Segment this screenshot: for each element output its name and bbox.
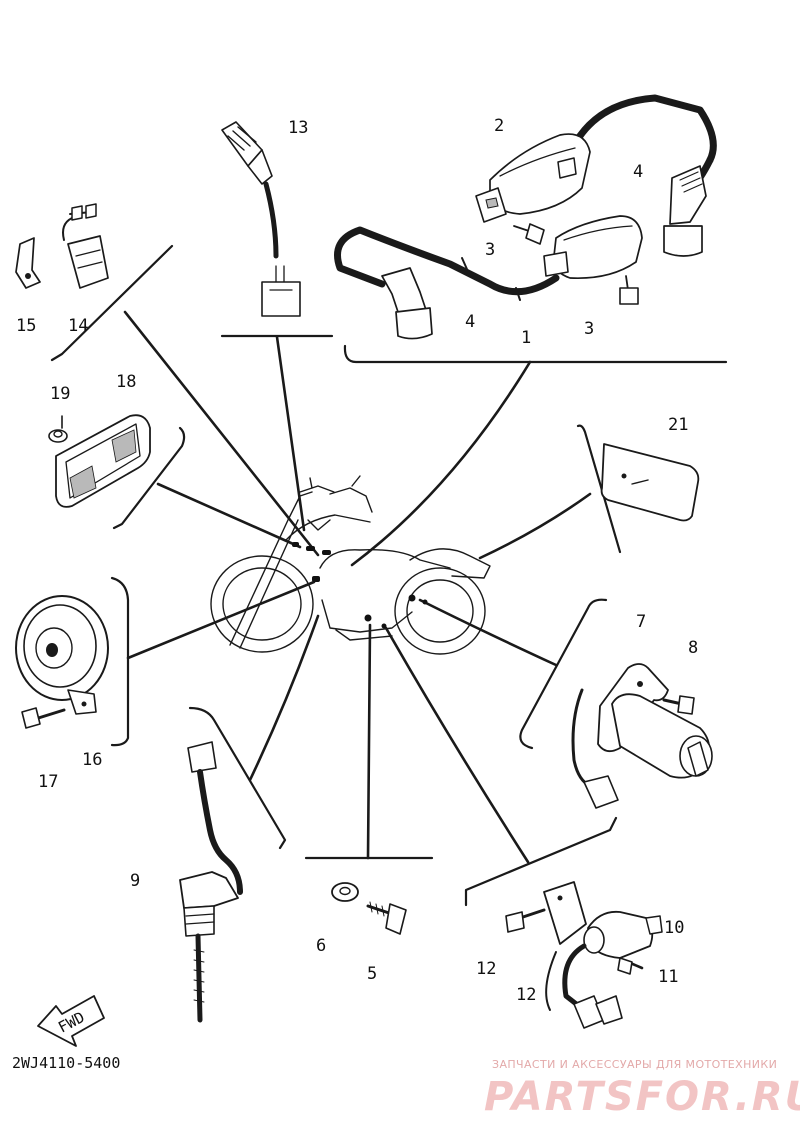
- callout-8: 8: [688, 638, 698, 658]
- callout-1: 1: [521, 328, 531, 348]
- callout-3-lower: 3: [584, 319, 594, 339]
- watermark-logo: PARTSFOR.RU: [484, 1074, 800, 1120]
- callout-10: 10: [664, 918, 684, 938]
- callout-12: 12: [516, 985, 536, 1005]
- group-brackets: [50, 244, 728, 907]
- part-11-screw: [617, 957, 644, 975]
- callout-11: 11: [658, 967, 678, 987]
- part-7-starter-relay: [571, 663, 713, 809]
- callout-labels: 13 2 4 3 3 4 1 15 14 19 18 21 7 8 16 17 …: [16, 116, 698, 1005]
- callout-20: 19: [50, 384, 70, 404]
- mounting-points: [292, 542, 428, 629]
- part-code: 2WJ4110-5400: [12, 1054, 120, 1072]
- fwd-arrow-icon: FWD: [37, 995, 105, 1047]
- motorcycle-outline: [210, 475, 491, 655]
- part-19-reflector: [55, 414, 151, 508]
- leader-lines: [123, 310, 592, 864]
- part-2-ignition-coil: [475, 94, 717, 223]
- part-16-bracket: [15, 237, 41, 289]
- callout-13: 12: [476, 959, 496, 979]
- part-10-switch: [562, 910, 663, 1029]
- part-3-bolt-upper: [513, 223, 545, 245]
- watermark: ЗАПЧАСТИ И АКСЕССУАРЫ ДЛЯ МОТОТЕХНИКИ PA…: [484, 1058, 800, 1120]
- callout-15: 14: [68, 316, 88, 336]
- part-21-reflector: [600, 443, 700, 522]
- part-15-relay: [62, 203, 109, 289]
- callout-21: 21: [668, 415, 688, 435]
- part-4-plug-cap-right: [663, 156, 714, 257]
- part-2-ignition-coil-second: [543, 215, 643, 280]
- part-1-high-tension-lead: [334, 226, 560, 301]
- callout-6: 6: [316, 936, 326, 956]
- callout-17: 16: [82, 750, 102, 770]
- callout-4-lower: 4: [465, 312, 475, 332]
- callout-7: 7: [636, 612, 646, 632]
- callout-19: 18: [116, 372, 136, 392]
- callout-3-upper: 3: [485, 240, 495, 260]
- part-4-plug-cap-left: [381, 267, 433, 340]
- callout-14: 13: [288, 118, 308, 138]
- callout-4-upper: 4: [633, 162, 643, 182]
- watermark-tagline: ЗАПЧАСТИ И АКСЕССУАРЫ ДЛЯ МОТОТЕХНИКИ: [492, 1058, 777, 1071]
- part-6-washer: [331, 882, 359, 902]
- part-20-nut: [48, 415, 68, 443]
- callout-2: 2: [494, 116, 504, 136]
- callout-16: 15: [16, 316, 36, 336]
- part-13-bolt: [505, 908, 546, 933]
- part-9-sensor: [179, 741, 243, 1023]
- part-17-horn: [15, 595, 109, 715]
- part-3-bolt-lower: [619, 275, 639, 305]
- part-5-screw: [366, 901, 407, 935]
- callout-18: 17: [38, 772, 58, 792]
- callout-9: 9: [130, 871, 140, 891]
- part-8-screw: [662, 695, 695, 715]
- callout-5: 5: [367, 964, 377, 984]
- part-18-bolt: [21, 707, 66, 729]
- part-14-switch: [221, 121, 301, 317]
- part-12-bracket: [543, 881, 587, 1011]
